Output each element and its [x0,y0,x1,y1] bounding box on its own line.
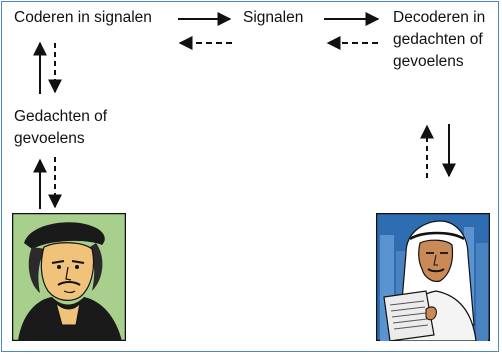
portrait-receiver-image [376,213,490,341]
label-signals: Signalen [243,9,304,26]
portrait-sender-image [12,213,126,341]
label-encode-into-signals: Coderen in signalen [14,9,152,26]
label-thoughts-or-feelings: Gedachten of gevoelens [14,108,108,147]
label-decode-into-thoughts: Decoderen in gedachten of gevoelens [393,9,486,70]
